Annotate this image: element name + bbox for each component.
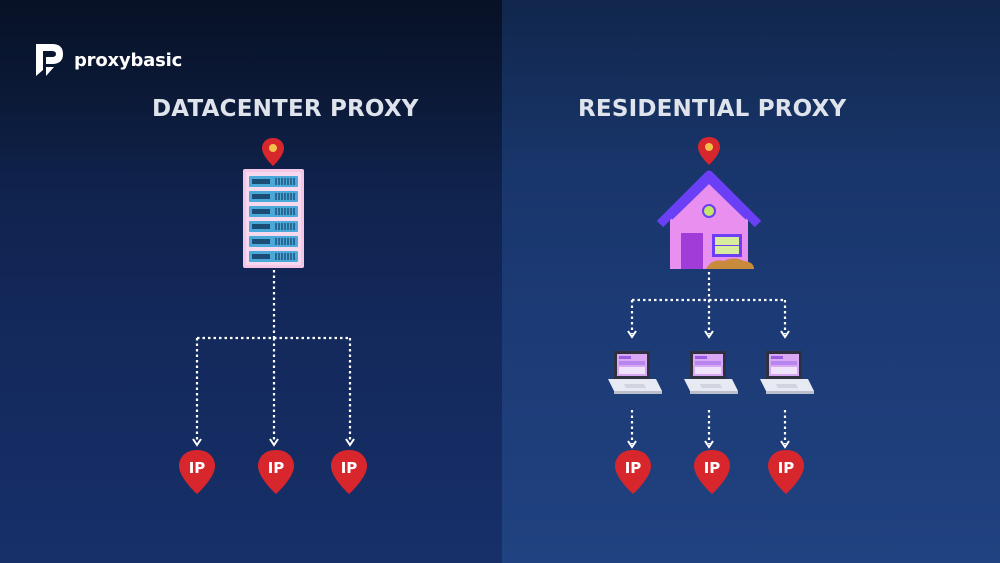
datacenter-ip-pin-1: IP	[179, 450, 215, 494]
brand-name: proxybasic	[74, 49, 183, 71]
datacenter-arrowheads	[192, 438, 355, 446]
laptop-icon	[684, 351, 738, 394]
datacenter-title: DATACENTER PROXY	[152, 96, 419, 122]
laptop-icon	[760, 351, 814, 394]
ip-label: IP	[341, 459, 358, 477]
datacenter-panel	[0, 0, 502, 563]
residential-connector-lines	[630, 272, 787, 444]
ip-label: IP	[268, 459, 285, 477]
ip-label: IP	[189, 459, 206, 477]
ip-label: IP	[625, 459, 642, 477]
residential-ip-pin-1: IP	[615, 450, 651, 494]
datacenter-ip-pin-3: IP	[331, 450, 367, 494]
datacenter-location-pin-icon	[262, 138, 284, 166]
datacenter-ip-pin-2: IP	[258, 450, 294, 494]
house-icon	[656, 170, 762, 269]
ip-label: IP	[778, 459, 795, 477]
residential-ip-pin-2: IP	[694, 450, 730, 494]
datacenter-connector-lines	[195, 270, 352, 442]
residential-title: RESIDENTIAL PROXY	[578, 96, 847, 122]
proxybasic-logo-icon	[36, 44, 63, 76]
server-rack-icon	[243, 169, 304, 268]
residential-panel	[502, 0, 1000, 563]
ip-label: IP	[704, 459, 721, 477]
residential-ip-pin-3: IP	[768, 450, 804, 494]
residential-location-pin-icon	[698, 137, 720, 165]
laptop-icon	[608, 351, 662, 394]
brand: proxybasic	[32, 40, 182, 80]
